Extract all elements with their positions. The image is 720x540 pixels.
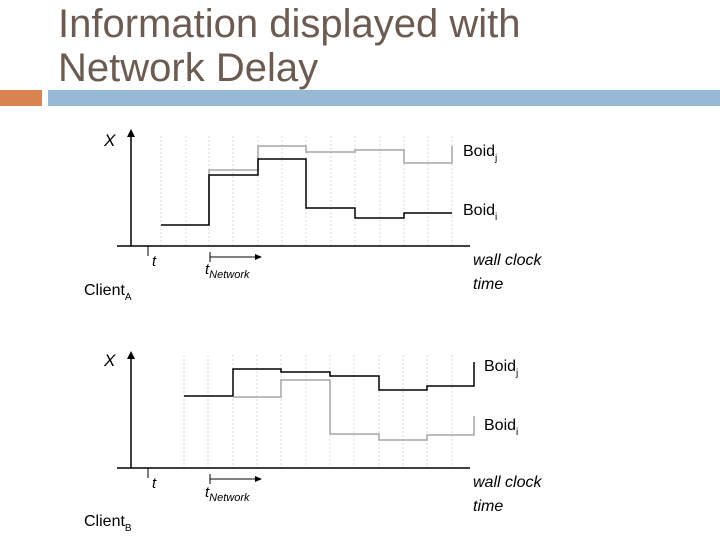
slide-title: Information displayed with Network Delay [58,2,698,90]
network-span-arrow-a [255,254,262,260]
boid-i-trace-a [161,158,452,226]
boid-j-trace-a [208,145,453,225]
title-line-1: Information displayed with [58,2,521,46]
t-label-b: t [152,475,157,492]
y-axis-arrow-a [127,129,135,137]
network-label-a: tNetwork [205,261,250,281]
client-label-a: ClientA [84,282,132,303]
boid-i-label-b: Boidi [484,417,518,438]
network-label-b: tNetwork [205,484,250,504]
boid-j-trace-b [184,362,475,397]
axis-label-a: X [103,131,116,150]
network-span-arrow-b [255,476,262,482]
title-accent-bar [0,90,42,106]
t-label-a: t [152,253,157,270]
client-label-b: ClientB [84,513,132,534]
title-line-2: Network Delay [58,46,319,90]
title-rule-bar [48,90,720,106]
boid-i-label-a: Boidi [463,202,497,223]
boid-j-label-b: Boidj [484,358,518,379]
boid-j-label-a: Boidj [463,143,497,164]
axis-label-b: X [103,351,116,370]
y-axis-arrow-b [127,351,135,359]
boid-i-trace-b [233,379,475,441]
